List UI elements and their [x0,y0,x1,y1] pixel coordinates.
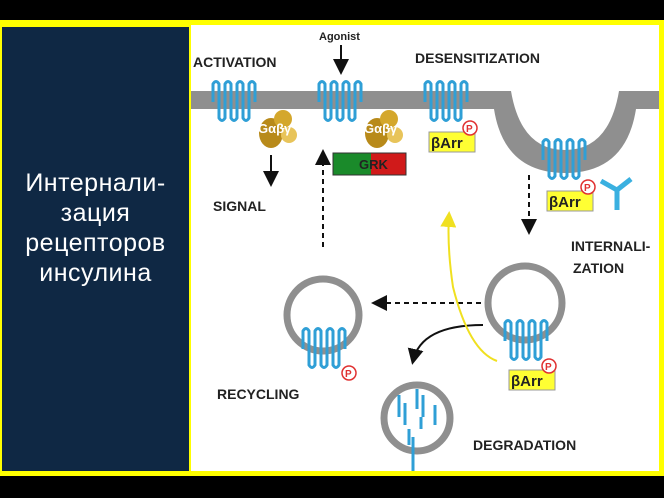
beta-arr-release-arrow [440,211,498,362]
antibody-icon [599,177,633,210]
beta-arr-2-icon: βArr [546,190,594,212]
receptor-cycle-diagram: ACTIVATION Agonist DESENSITIZATION SIGNA… [191,25,659,471]
label-agonist: Agonist [319,31,360,43]
svg-text:P: P [345,369,352,380]
g-protein-1-icon [259,110,297,148]
beta-arr-3-icon: βArr [508,369,556,391]
grk-label: GRK [359,157,389,172]
phospho-1-icon: P [462,120,478,136]
label-internalization-line2: ZATION [573,260,624,276]
svg-text:P: P [466,124,473,135]
svg-text:P: P [545,362,552,373]
g-protein-1-label: Gαβγ [258,121,292,136]
phospho-2-icon: P [580,179,596,195]
grk-bar-red [371,153,406,175]
slide-title: Интернали- зация рецепторов инсулина [2,168,189,288]
beta-arr-2-label: βArr [549,194,581,211]
beta-arr-1-label: βArr [431,135,463,152]
label-signal: SIGNAL [213,198,266,214]
svg-text:P: P [584,183,591,194]
lysosome [380,381,454,455]
label-internalization-line1: INTERNALI- [571,238,651,254]
label-recycling: RECYCLING [217,386,300,402]
title-line-4: инсулина [39,259,152,287]
degraded-receptor-fragments-icon [397,389,437,471]
title-panel [2,27,189,471]
g-protein-2-icon [365,110,403,148]
label-activation: ACTIVATION [193,54,276,70]
title-line-3: рецепторов [25,229,166,257]
degradation-arrow [407,324,484,365]
phospho-3-icon: P [541,358,557,374]
beta-arr-1-icon: βArr [428,131,476,153]
endosome-internalized [484,262,566,344]
title-line-1: Интернали- [25,169,166,197]
beta-arr-3-label: βArr [511,373,543,390]
title-line-2: зация [60,199,131,227]
g-protein-2-label: Gαβγ [364,121,398,136]
endosome-recycling [283,275,363,355]
phospho-4-icon: P [341,365,357,381]
label-desensitization: DESENSITIZATION [415,50,540,66]
grk-bar-green [333,153,371,175]
label-degradation: DEGRADATION [473,437,576,453]
